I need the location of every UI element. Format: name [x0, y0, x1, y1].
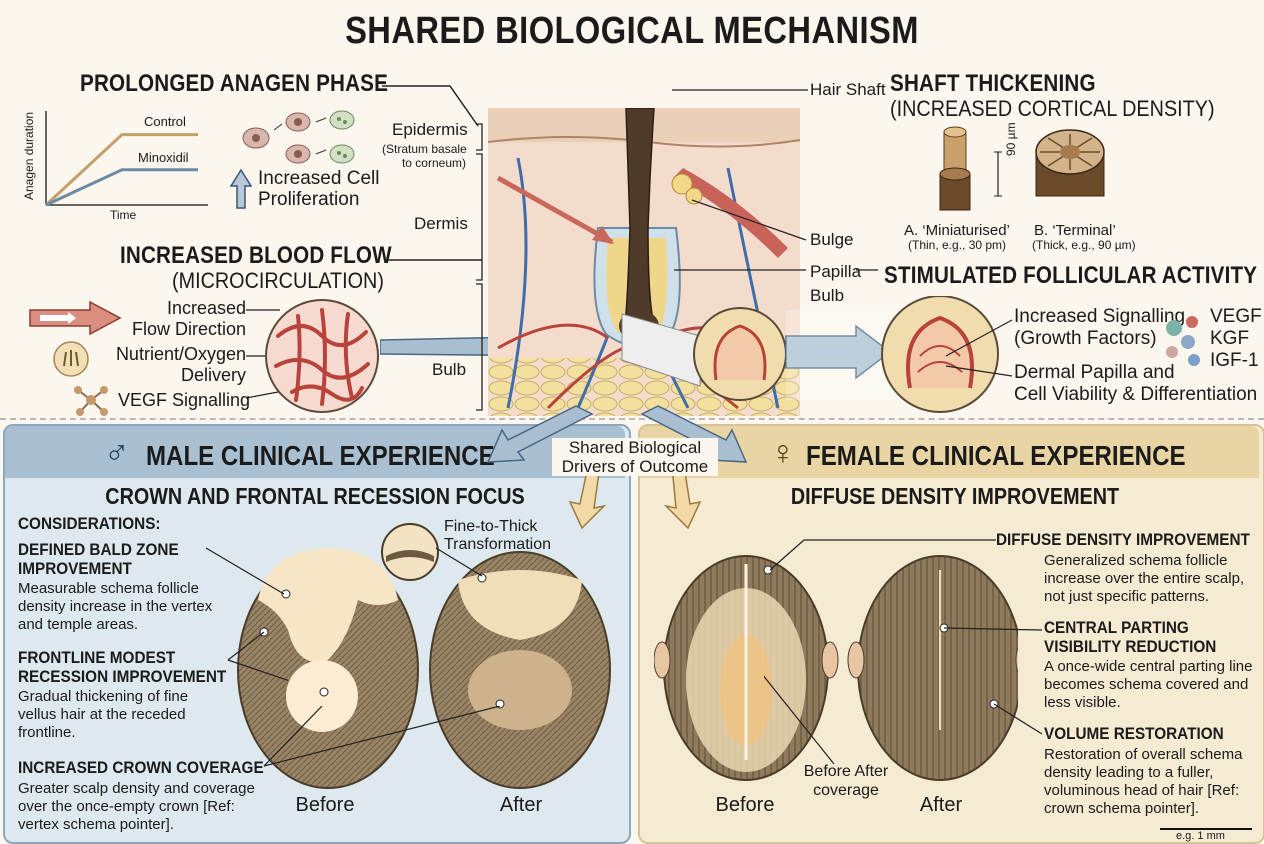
chart-ylabel: Anagen duration [22, 111, 36, 200]
bulge-label: Bulge [810, 230, 854, 249]
female-before-label: Before [715, 794, 775, 816]
up-arrow-icon [230, 168, 252, 209]
signalling-label: Increased Signalling(Growth Factors) [1014, 306, 1186, 349]
vegf-signal-label: VEGF Signalling [118, 390, 251, 410]
layer-brackets [476, 123, 483, 411]
female-subtitle: DIFFUSE DENSITY IMPROVEMENT [790, 483, 1120, 509]
male-crown-title: INCREASED CROWN COVERAGE [18, 758, 264, 777]
hair-shaft-label: Hair Shaft [810, 80, 886, 99]
male-crown-leaders [263, 706, 501, 767]
right-anatomy-leaders [674, 199, 878, 271]
chart-xlabel: Time [110, 208, 137, 222]
legend-control: Control [144, 114, 186, 129]
hair-follicle-cross-section [488, 108, 800, 416]
shaft-comparison-illustration [939, 126, 1105, 211]
female-title: FEMALE CLINICAL EXPERIENCE [806, 440, 1186, 471]
miniaturised-label: A. ‘Miniaturised’ [904, 222, 1010, 239]
follicular-heading: STIMULATED FOLLICULAR ACTIVITY [884, 262, 1258, 289]
terminal-note: (Thick, e.g., 90 µm) [1032, 238, 1136, 252]
female-after-label: After [919, 794, 963, 816]
male-symbol-icon: ♂ [104, 434, 130, 472]
blood-flow-subheading: (MICROCIRCULATION) [172, 268, 384, 293]
female-leader-lines [764, 539, 1043, 765]
growth-factor-icon [1166, 316, 1200, 366]
dermis-label: Dermis [414, 214, 468, 233]
female-volume-body: Restoration of overall schema density le… [1044, 746, 1243, 817]
blood-flow-heading: INCREASED BLOOD FLOW [120, 242, 392, 269]
considerations-label: CONSIDERATIONS: [18, 514, 161, 533]
bulb-right-label: Bulb [810, 286, 845, 305]
inset-leader [435, 547, 483, 577]
molecule-icon [74, 386, 108, 416]
female-header-band [640, 426, 1259, 478]
hair-shaft-leader [672, 89, 808, 91]
male-title: MALE CLINICAL EXPERIENCE [146, 440, 495, 471]
male-crown-body: Greater scalp density and coverage over … [18, 780, 255, 833]
shaft-measure: 90 µm [1004, 122, 1018, 156]
series-line-minoxidil [45, 168, 198, 207]
female-diffuse-title: DIFFUSE DENSITY IMPROVEMENT [996, 530, 1250, 549]
follicle-zoom-illustration [621, 296, 999, 413]
fine-to-thick-inset [381, 523, 439, 581]
scale-label: e.g. 1 mm [1176, 830, 1225, 842]
anagen-leader-line [382, 85, 479, 127]
female-volume-title: VOLUME RESTORATION [1044, 724, 1224, 743]
bulb-left-label: Bulb [432, 360, 467, 379]
legend-minoxidil: Minoxidil [138, 150, 189, 165]
male-heads-illustration [237, 548, 611, 789]
shaft-heading: SHAFT THICKENING [890, 70, 1096, 97]
series-line-control [44, 133, 198, 207]
female-parting-body: A once-wide central parting line becomes… [1044, 658, 1253, 711]
anagen-heading: PROLONGED ANAGEN PHASE [80, 70, 389, 97]
female-heads-illustration [654, 555, 1018, 781]
male-leader-lines [205, 547, 288, 682]
shared-driver-arrows [486, 405, 748, 530]
page-title: SHARED BIOLOGICAL MECHANISM [345, 10, 919, 52]
male-frontline-body: Gradual thickening of fine vellus hair a… [18, 688, 189, 741]
male-subtitle: CROWN AND FRONTAL RECESSION FOCUS [105, 483, 525, 509]
epidermis-label: Epidermis [392, 120, 468, 139]
female-symbol-icon: ♀ [770, 434, 796, 472]
cell-division-icon [242, 110, 355, 164]
male-bald-zone-body: Measurable schema follicle density incre… [18, 580, 213, 633]
miniaturised-note: (Thin, e.g., 30 pm) [908, 238, 1007, 252]
scale-bar [1160, 828, 1252, 830]
male-before-label: Before [295, 794, 355, 816]
terminal-label: B. ‘Terminal’ [1034, 222, 1116, 239]
nutrient-icon [53, 341, 89, 377]
blood-leader-line [384, 259, 482, 261]
papilla-label: Papilla [810, 262, 862, 281]
shaft-subheading: (INCREASED CORTICAL DENSITY) [890, 96, 1215, 121]
follicular-leaders [945, 319, 1013, 377]
microcirculation-illustration [265, 299, 379, 413]
female-diffuse-body: Generalized schema follicle increase ove… [1044, 552, 1245, 605]
flow-arrow-icon [29, 300, 122, 336]
anagen-chart [44, 111, 208, 207]
section-divider [0, 418, 1264, 420]
male-after-label: After [499, 794, 543, 816]
